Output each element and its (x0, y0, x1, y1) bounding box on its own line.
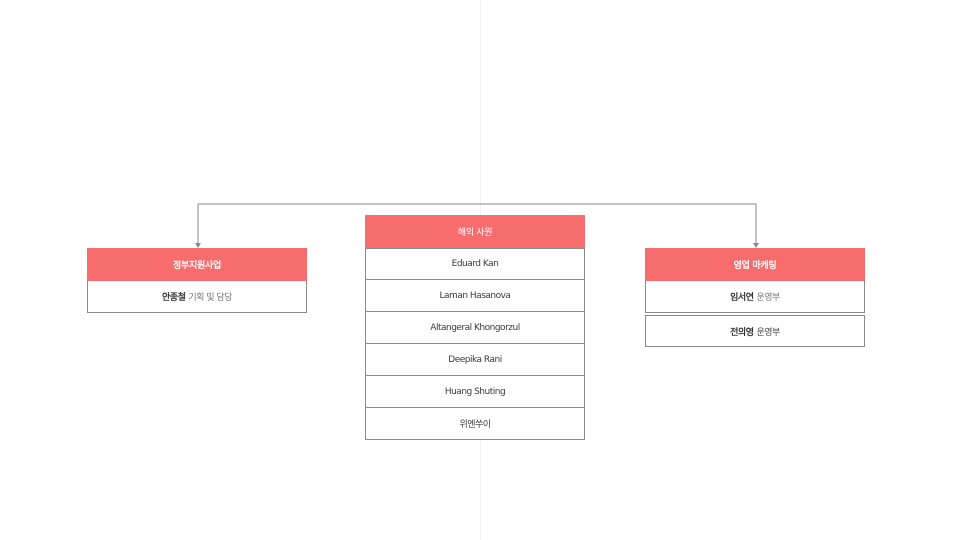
member-role: 기획 및 담당 (188, 293, 232, 303)
group-government-support: 정부지원사업 안종철 기획 및 담당 (87, 248, 307, 313)
member-name: Altangeral Khongorzul (430, 322, 520, 333)
group-title: 영업 마케팅 (733, 261, 777, 271)
member-cell: 위엔쑤이 (365, 408, 585, 440)
member-name: Deepika Rani (448, 354, 502, 365)
member-name: 전의영 (730, 327, 754, 338)
member-name: 임서연 (730, 293, 754, 303)
group-title: 정부지원사업 (173, 261, 221, 271)
member-role: 운영부 (756, 293, 781, 303)
member-cell: Laman Hasanova (365, 280, 585, 312)
member-role: 운영부 (756, 327, 781, 338)
group-overseas-staff: 해외 사원 Eduard Kan Laman Hasanova Altanger… (365, 215, 585, 440)
member-cell: 전의영 운영부 (645, 315, 865, 347)
group-header: 해외 사원 (365, 215, 585, 248)
member-name: Eduard Kan (451, 259, 499, 269)
member-cell: Eduard Kan (365, 248, 585, 280)
member-name: 위엔쑤이 (459, 420, 491, 430)
connector-line (197, 203, 757, 247)
member-cell: 안종철 기획 및 담당 (87, 281, 307, 313)
group-header: 영업 마케팅 (645, 248, 865, 281)
member-cell: 임서연 운영부 (645, 281, 865, 313)
right-arrow-icon (753, 243, 759, 248)
member-name: Huang Shuting (444, 386, 506, 397)
member-cell: Deepika Rani (365, 344, 585, 376)
group-header: 정부지원사업 (87, 248, 307, 281)
member-cell: Altangeral Khongorzul (365, 312, 585, 344)
member-name: Laman Hasanova (439, 290, 511, 301)
group-sales-marketing: 영업 마케팅 임서연 운영부 전의영 운영부 (645, 248, 865, 347)
member-name: 안종철 (162, 293, 186, 303)
group-title: 해외 사원 (457, 228, 493, 238)
left-arrow-icon (195, 243, 201, 248)
member-cell: Huang Shuting (365, 376, 585, 408)
